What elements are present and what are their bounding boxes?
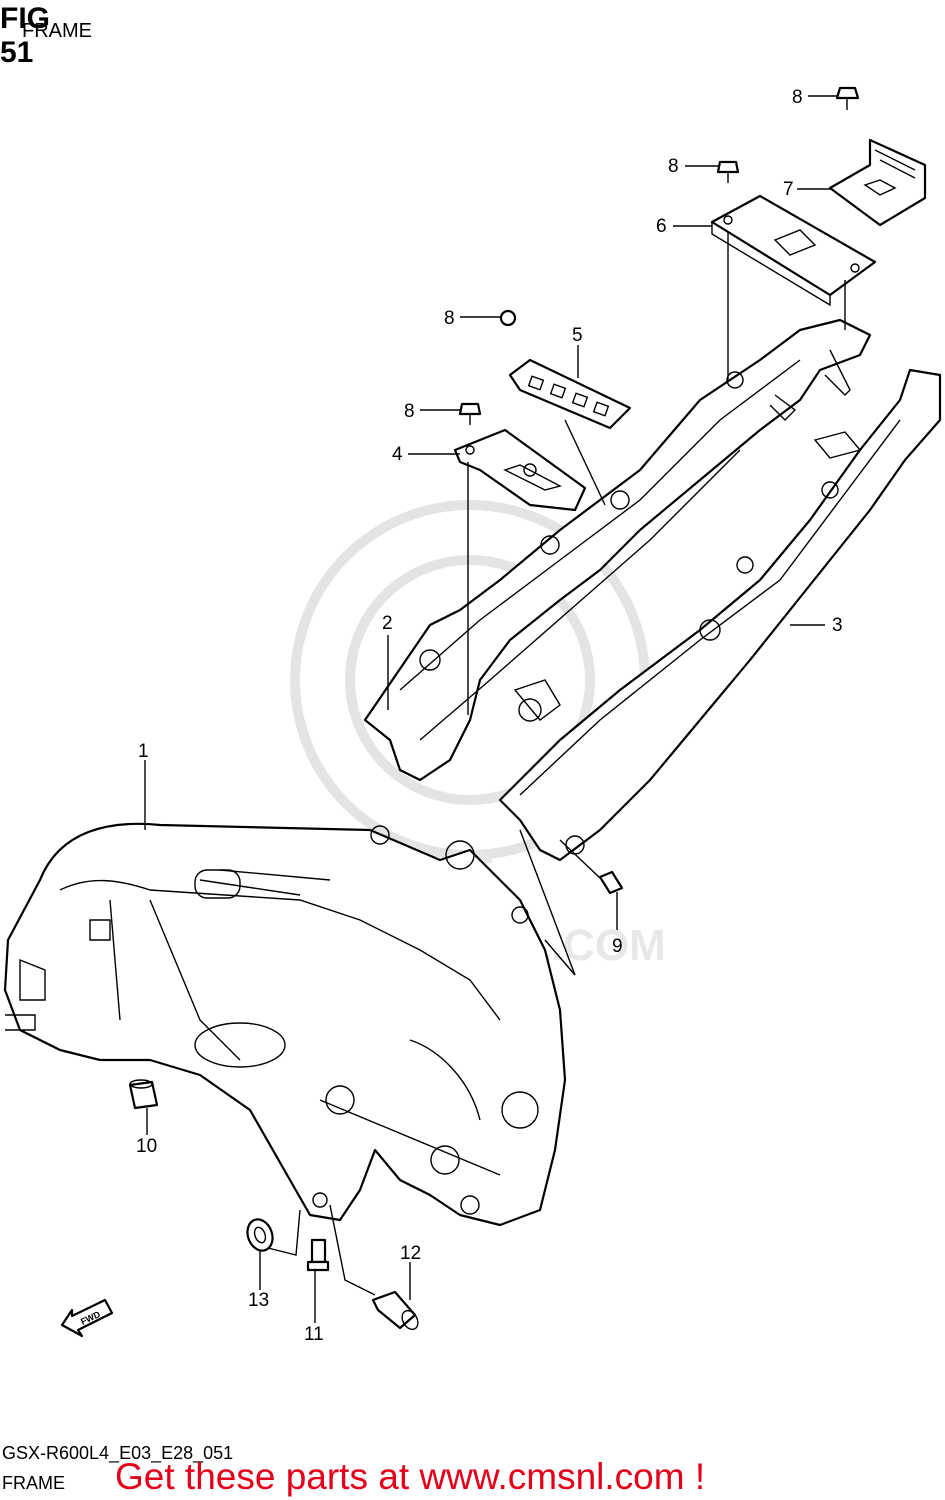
callout-2: 2 <box>382 613 393 634</box>
callout-10: 10 <box>136 1136 157 1157</box>
bolt-11-part[interactable] <box>306 1238 330 1272</box>
bolt-8-second[interactable] <box>716 160 740 183</box>
main-frame-part[interactable] <box>3 822 567 1227</box>
plug-12-part[interactable] <box>371 1290 421 1332</box>
callout-8-fourth: 8 <box>404 401 415 422</box>
callout-7: 7 <box>783 179 794 200</box>
fwd-arrow: FWD <box>60 1298 114 1338</box>
bolt-8-fourth[interactable] <box>458 402 482 425</box>
callout-11: 11 <box>304 1324 324 1345</box>
callout-12: 12 <box>400 1243 421 1264</box>
callout-8-third: 8 <box>444 308 455 329</box>
callout-6: 6 <box>656 216 667 237</box>
plate-7-part[interactable] <box>828 138 927 227</box>
plate-5-part[interactable] <box>508 358 632 430</box>
collar-10-part[interactable] <box>128 1079 159 1110</box>
diagram-code: GSX-R600L4_E03_E28_051 <box>2 1443 234 1463</box>
callout-8-top: 8 <box>792 87 803 108</box>
callout-8-second: 8 <box>668 156 679 177</box>
plate-6-part[interactable] <box>710 194 877 307</box>
bolt-9-part[interactable] <box>598 870 624 895</box>
callout-1: 1 <box>138 741 149 762</box>
figure-number: FIG 51 <box>0 2 50 69</box>
bolt-8-third[interactable] <box>499 309 517 327</box>
callout-9: 9 <box>612 936 623 957</box>
bracket-4-part[interactable] <box>453 428 587 512</box>
promo-link[interactable]: Get these parts at www.cmsnl.com ! <box>115 1456 706 1497</box>
footer-label: FRAME <box>2 1473 65 1493</box>
bolt-8-top[interactable] <box>835 86 860 110</box>
callout-4: 4 <box>392 444 403 465</box>
figure-subtitle: FRAME <box>22 20 92 42</box>
leader-lines <box>144 95 846 1323</box>
callout-3: 3 <box>832 615 843 636</box>
callout-labels: 1 2 3 4 5 6 7 8 8 8 8 9 10 11 12 13 <box>136 87 843 1345</box>
callout-5: 5 <box>572 325 583 346</box>
seat-rail-left-part[interactable] <box>363 318 872 782</box>
nut-13-part[interactable] <box>243 1216 276 1254</box>
callout-13: 13 <box>248 1290 269 1311</box>
